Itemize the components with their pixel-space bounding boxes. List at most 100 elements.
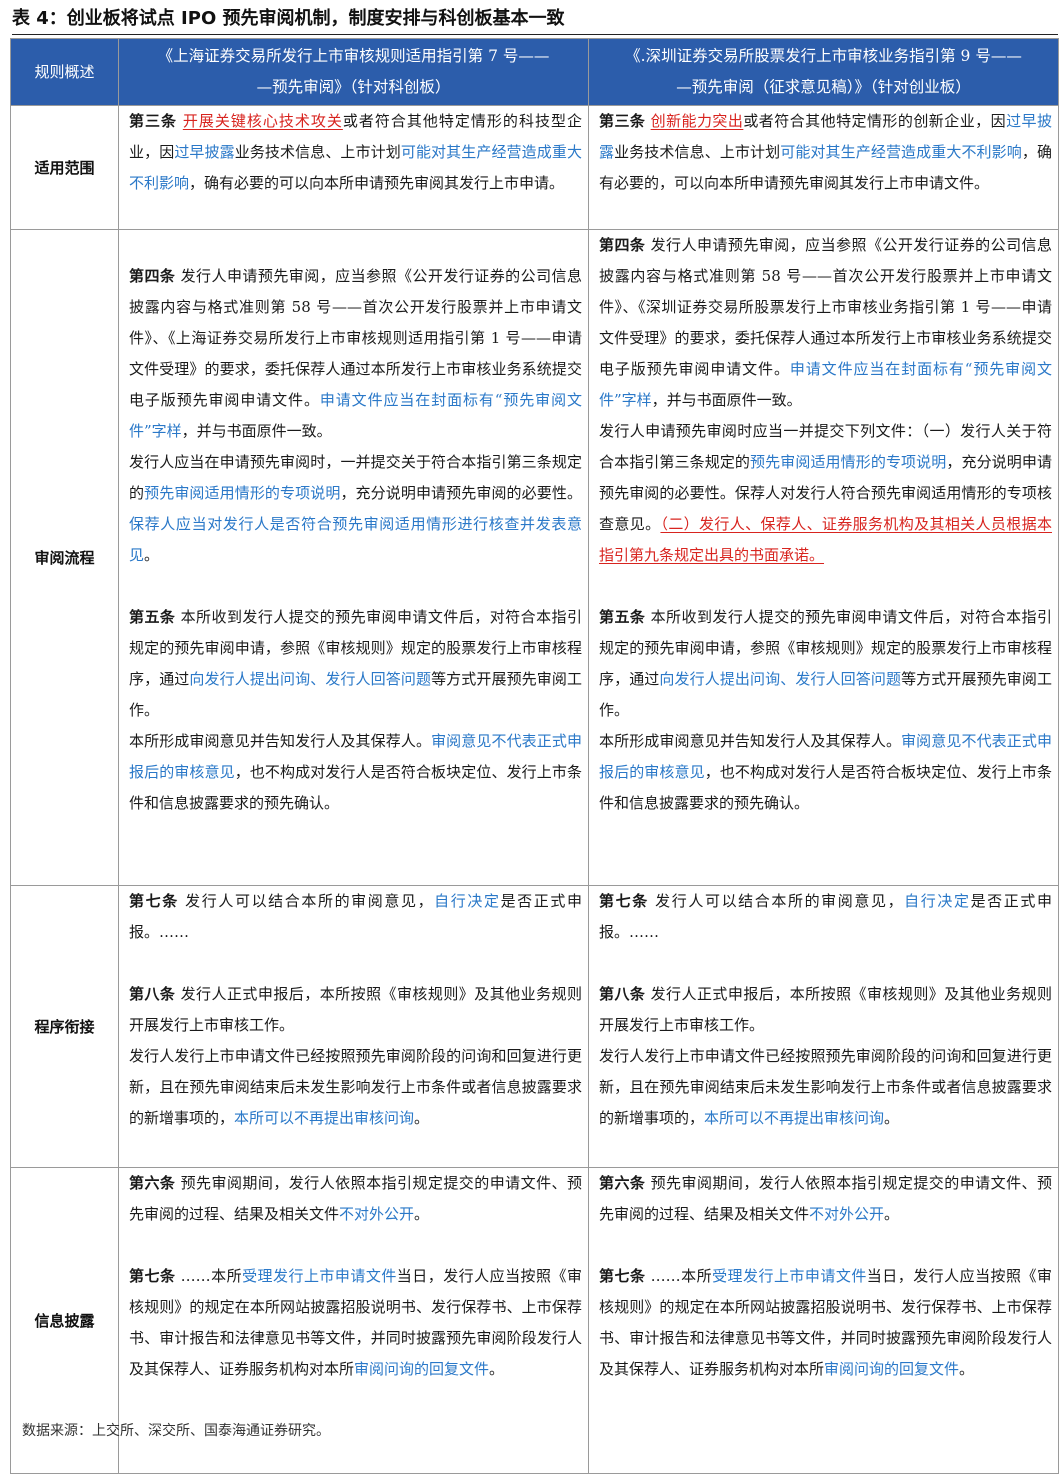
highlight-text: 预先审阅适用情形的专项说明	[144, 484, 341, 502]
table-row-procedure-linkage: 程序衔接第七条 发行人可以结合本所的审阅意见，自行决定是否正式申报。……第八条 …	[10, 885, 1059, 1168]
row-label-procedure-linkage: 程序衔接	[10, 885, 119, 1168]
szse-cell-procedure-linkage: 第七条 发行人可以结合本所的审阅意见，自行决定是否正式申报。…… 第八条 发行人正…	[588, 885, 1059, 1168]
clause-paragraph: 第八条 发行人正式申报后，本所按照《审核规则》及其他业务规则开展发行上市审核工作…	[599, 979, 1052, 1041]
highlight-text: 受理发行上市申请文件	[242, 1267, 397, 1285]
clause-text: 当日，发行人应当按照《审核规则》的规定在本所网站披露招股说明书、发行保荐书、上市…	[129, 1267, 582, 1378]
clause-paragraph: 第五条 本所收到发行人提交的预先审阅申请文件后，对符合本指引规定的预先审阅申请，…	[599, 602, 1052, 726]
article-number: 第四条	[599, 236, 646, 254]
header-szse-line1: 《.深圳证券交易所股票发行上市审核业务指引第 9 号——	[625, 47, 1022, 65]
highlight-text: 不对外公开	[339, 1205, 415, 1223]
clause-text: 本所形成审阅意见并告知发行人及其保荐人。	[599, 732, 902, 750]
clause-text: ，并与书面原件一致。	[651, 391, 802, 409]
clause-text: 业务技术信息、上市计划	[614, 143, 781, 161]
highlight-text: 向发行人提出问询、发行人回答问题	[659, 670, 902, 688]
clause-text: ，也不构成对发行人是否符合板块定位、发行上市条件和信息披露要求的预先确认。	[599, 763, 1052, 812]
comparison-table: 规则概述 《上海证券交易所发行上市审核规则适用指引第 7 号—— —预先审阅》（…	[10, 38, 1059, 1474]
clause-text: ，确有必要的可以向本所申请预先审阅其发行上市申请。	[189, 174, 565, 192]
sse-cell-review-process: 第四条 发行人申请预先审阅，应当参照《公开发行证券的公司信息披露内容与格式准则第…	[118, 229, 589, 886]
highlight-text: 审阅意见不代表正式申报后的审核意见	[129, 732, 582, 781]
clause-paragraph: 发行人申请预先审阅时应当一并提交下列文件：（一）发行人关于符合本指引第三条规定的…	[599, 416, 1052, 571]
clause-paragraph: 第七条 发行人可以结合本所的审阅意见，自行决定是否正式申报。……	[599, 886, 1052, 948]
clause-text: 发行人发行上市申请文件已经按照预先审阅阶段的问询和回复进行更新，且在预先审阅结束…	[599, 1047, 1052, 1127]
clause-paragraph: 发行人发行上市申请文件已经按照预先审阅阶段的问询和回复进行更新，且在预先审阅结束…	[129, 1041, 582, 1134]
clause-paragraph: 第六条 预先审阅期间，发行人依照本指引规定提交的申请文件、预先审阅的过程、结果及…	[129, 1168, 582, 1230]
header-szse-guideline: 《.深圳证券交易所股票发行上市审核业务指引第 9 号—— —预先审阅（征求意见稿…	[588, 38, 1059, 106]
clause-paragraph: 发行人发行上市申请文件已经按照预先审阅阶段的问询和回复进行更新，且在预先审阅结束…	[599, 1041, 1052, 1134]
header-sse-line1: 《上海证券交易所发行上市审核规则适用指引第 7 号——	[157, 47, 550, 65]
table-row-review-process: 审阅流程第四条 发行人申请预先审阅，应当参照《公开发行证券的公司信息披露内容与格…	[10, 229, 1059, 886]
article-number: 第八条	[599, 985, 646, 1003]
table-header-row: 规则概述 《上海证券交易所发行上市审核规则适用指引第 7 号—— —预先审阅》（…	[10, 38, 1059, 106]
highlight-text: 可能对其生产经营造成重大不利影响	[129, 143, 582, 192]
clause-paragraph: 发行人应当在申请预先审阅时，一并提交关于符合本指引第三条规定的预先审阅适用情形的…	[129, 447, 582, 571]
article-number: 第四条	[129, 267, 176, 285]
clause-text: 发行人正式申报后，本所按照《审核规则》及其他业务规则开展发行上市审核工作。	[129, 985, 582, 1034]
article-number: 第五条	[599, 608, 646, 626]
highlight-text: 审阅意见不代表正式申报后的审核意见	[599, 732, 1052, 781]
article-number: 第七条	[129, 1267, 176, 1285]
clause-paragraph: 第七条 发行人可以结合本所的审阅意见，自行决定是否正式申报。……	[129, 886, 582, 948]
clause-text: ，确有必要的，可以向本所申请预先审阅其发行上市申请文件。	[599, 143, 1052, 192]
clause-text: 。	[884, 1205, 900, 1223]
highlight-text: 向发行人提出问询、发行人回答问题	[189, 670, 432, 688]
clause-text: 发行人应当在申请预先审阅时，一并提交关于符合本指引第三条规定的	[129, 453, 582, 502]
szse-cell-scope: 第三条 创新能力突出或者符合其他特定情形的创新企业，因过早披露业务技术信息、上市…	[588, 105, 1059, 230]
clause-paragraph: 第五条 本所收到发行人提交的预先审阅申请文件后，对符合本指引规定的预先审阅申请，…	[129, 602, 582, 726]
article-number: 第七条	[129, 892, 179, 910]
highlight-text: 预先审阅适用情形的专项说明	[750, 453, 947, 471]
clause-text: 当日，发行人应当按照《审核规则》的规定在本所网站披露招股说明书、发行保荐书、上市…	[599, 1267, 1052, 1378]
highlight-text: 保荐人应当对发行人是否符合预先审阅适用情形进行核查并发表意见	[129, 515, 582, 564]
clause-text: ，充分说明申请预先审阅的必要性。保荐人对发行人符合预先审阅适用情形的专项核查意见…	[599, 453, 1052, 533]
clause-text: 。	[884, 1109, 900, 1127]
header-rule-overview: 规则概述	[10, 38, 119, 106]
spacer	[129, 571, 582, 602]
article-number: 第八条	[129, 985, 176, 1003]
spacer	[129, 230, 582, 261]
clause-text: ……本所	[175, 1267, 243, 1285]
clause-text: 是否正式申报。……	[599, 892, 1052, 941]
spacer	[599, 571, 1052, 602]
difference-text: （二）发行人、保荐人、证券服务机构及其相关人员根据本指引第九条规定出具的书面承诺…	[599, 515, 1052, 564]
clause-text: 。	[414, 1109, 430, 1127]
clause-paragraph: 第三条 开展关键核心技术攻关或者符合其他特定情形的科技型企业，因过早披露业务技术…	[129, 106, 582, 199]
clause-text: 或者符合其他特定情形的创新企业，因	[743, 112, 1007, 130]
article-number: 第三条	[129, 112, 178, 130]
clause-paragraph: 第七条 ……本所受理发行上市申请文件当日，发行人应当按照《审核规则》的规定在本所…	[129, 1261, 582, 1385]
article-number: 第七条	[599, 892, 649, 910]
clause-paragraph: 第七条 ……本所受理发行上市申请文件当日，发行人应当按照《审核规则》的规定在本所…	[599, 1261, 1052, 1385]
highlight-text: 自行决定	[904, 892, 971, 910]
highlight-text: 可能对其生产经营造成重大不利影响	[780, 143, 1022, 161]
clause-paragraph: 第六条 预先审阅期间，发行人依照本指引规定提交的申请文件、预先审阅的过程、结果及…	[599, 1168, 1052, 1230]
difference-text: 创新能力突出	[650, 112, 744, 130]
sse-cell-info-disclosure: 第六条 预先审阅期间，发行人依照本指引规定提交的申请文件、预先审阅的过程、结果及…	[118, 1167, 589, 1474]
article-number: 第六条	[129, 1174, 176, 1192]
clause-text: ，并与书面原件一致。	[181, 422, 332, 440]
clause-text: 发行人发行上市申请文件已经按照预先审阅阶段的问询和回复进行更新，且在预先审阅结束…	[129, 1047, 582, 1127]
szse-cell-review-process: 第四条 发行人申请预先审阅，应当参照《公开发行证券的公司信息披露内容与格式准则第…	[588, 229, 1059, 886]
clause-text: 预先审阅期间，发行人依照本指引规定提交的申请文件、预先审阅的过程、结果及相关文件	[599, 1174, 1052, 1223]
highlight-text: 本所可以不再提出审核问询	[704, 1109, 885, 1127]
highlight-text: 本所可以不再提出审核问询	[234, 1109, 415, 1127]
spacer	[599, 948, 1052, 979]
sse-cell-procedure-linkage: 第七条 发行人可以结合本所的审阅意见，自行决定是否正式申报。…… 第八条 发行人正…	[118, 885, 589, 1168]
highlight-text: 申请文件应当在封面标有“预先审阅文件”字样	[129, 391, 582, 440]
article-number: 第五条	[129, 608, 176, 626]
clause-text: 本所形成审阅意见并告知发行人及其保荐人。	[129, 732, 432, 750]
spacer	[129, 948, 582, 979]
clause-text: 发行人申请预先审阅时应当一并提交下列文件：（一）发行人关于符合本指引第三条规定的	[599, 422, 1052, 471]
clause-text: 等方式开展预先审阅工作。	[129, 670, 582, 719]
clause-paragraph: 第四条 发行人申请预先审阅，应当参照《公开发行证券的公司信息披露内容与格式准则第…	[129, 261, 582, 447]
clause-paragraph: 第八条 发行人正式申报后，本所按照《审核规则》及其他业务规则开展发行上市审核工作…	[129, 979, 582, 1041]
clause-text: 。	[144, 546, 160, 564]
row-label-info-disclosure: 信息披露	[10, 1167, 119, 1474]
highlight-text: 审阅问询的回复文件	[354, 1360, 490, 1378]
highlight-text: 过早披露	[174, 143, 235, 161]
clause-text: 发行人申请预先审阅，应当参照《公开发行证券的公司信息披露内容与格式准则第 58 …	[129, 267, 582, 409]
spacer	[129, 1230, 582, 1261]
clause-text: 本所收到发行人提交的预先审阅申请文件后，对符合本指引规定的预先审阅申请，参照《审…	[129, 608, 582, 688]
clause-text: 发行人可以结合本所的审阅意见，	[648, 892, 905, 910]
header-sse-guideline: 《上海证券交易所发行上市审核规则适用指引第 7 号—— —预先审阅》（针对科创板…	[118, 38, 589, 106]
highlight-text: 受理发行上市申请文件	[712, 1267, 867, 1285]
table-row-info-disclosure: 信息披露第六条 预先审阅期间，发行人依照本指引规定提交的申请文件、预先审阅的过程…	[10, 1167, 1059, 1474]
clause-text: 发行人可以结合本所的审阅意见，	[178, 892, 435, 910]
